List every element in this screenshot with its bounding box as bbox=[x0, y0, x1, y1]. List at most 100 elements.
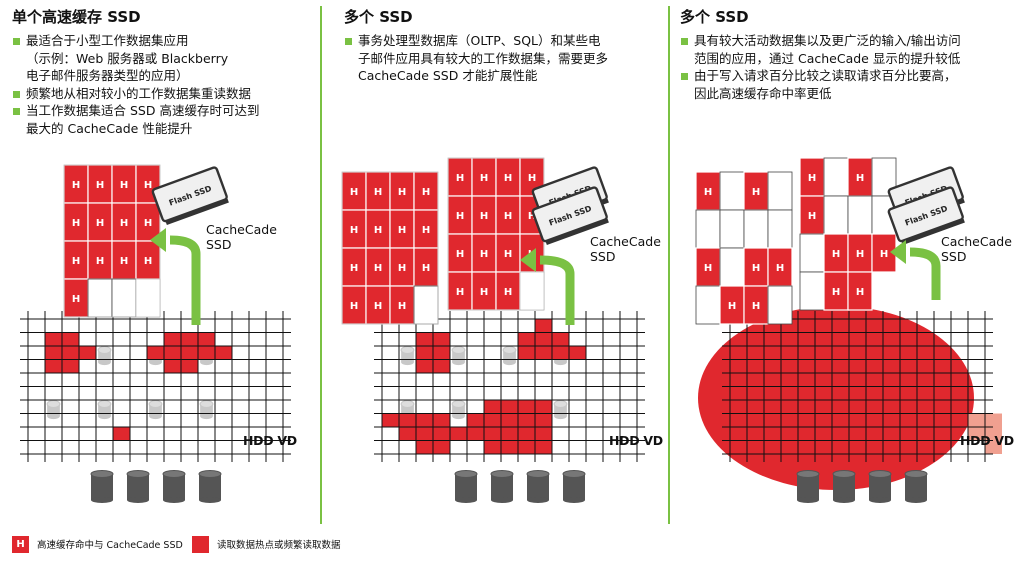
hdd-drum-bottom bbox=[127, 497, 149, 503]
hot-spot-cell bbox=[433, 346, 450, 360]
hdd-drum-top bbox=[454, 470, 478, 478]
hdd-drum-icon bbox=[869, 474, 891, 500]
hot-spot-cell bbox=[535, 440, 552, 454]
cache-hit-label: H bbox=[456, 249, 464, 260]
hdd-drum-top bbox=[796, 470, 820, 478]
hot-spot-cell bbox=[535, 346, 552, 360]
cache-cell bbox=[495, 271, 521, 311]
hdd-drum-top bbox=[90, 470, 114, 478]
bullet-item: 当工作数据集适合 SSD 高速缓存时可达到 最大的 CacheCade 性能提升 bbox=[12, 102, 259, 137]
hdd-drum-bottom bbox=[554, 413, 567, 420]
flash-ssd-icon: Flash SSD bbox=[887, 186, 965, 246]
cache-cell-empty bbox=[135, 278, 161, 318]
hot-spot-cell-fading bbox=[985, 440, 1002, 454]
cache-hit-label: H bbox=[856, 287, 864, 298]
hdd-drum-bottom bbox=[563, 497, 585, 503]
cache-hit-label: H bbox=[832, 287, 840, 298]
hot-spot-cell bbox=[164, 359, 181, 373]
cache-hit-label: H bbox=[350, 187, 358, 198]
cache-cell-empty bbox=[823, 157, 849, 197]
hdd-drum-icon bbox=[797, 474, 819, 500]
cache-hit-label: H bbox=[456, 211, 464, 222]
hdd-drum-bottom bbox=[47, 413, 60, 420]
panel-multi-ssd-large: 多个 SSD 具有较大活动数据集以及更广泛的输入/输出访问 范围的应用，通过 C… bbox=[672, 0, 1024, 525]
hot-spot-cell bbox=[45, 332, 62, 346]
panel-multi-ssd: 多个 SSD 事务处理型数据库（OLTP、SQL）和某些电 子邮件应用具有较大的… bbox=[336, 0, 663, 525]
cache-hit-label: H bbox=[856, 249, 864, 260]
cache-hit-label: H bbox=[96, 256, 104, 267]
cache-cell bbox=[471, 195, 497, 235]
hdd-drum-icon bbox=[905, 474, 927, 500]
cache-cell-empty bbox=[823, 195, 849, 235]
bullet-item: 由于写入请求百分比较之读取请求百分比要高， 因此高速缓存命中率更低 bbox=[680, 67, 961, 102]
cache-hit-label: H bbox=[350, 225, 358, 236]
cache-hit-label: H bbox=[856, 173, 864, 184]
cache-hit-label: H bbox=[144, 180, 152, 191]
cache-cell bbox=[695, 171, 721, 211]
hot-spot-cell bbox=[552, 332, 569, 346]
cache-hit-label: H bbox=[144, 256, 152, 267]
hot-spot-cell bbox=[399, 427, 416, 441]
hdd-drum-top bbox=[97, 400, 112, 408]
hdd-drum-top bbox=[400, 400, 415, 408]
cache-hit-label: H bbox=[422, 263, 430, 274]
hot-spot-cell bbox=[484, 413, 501, 427]
hot-spot-cell bbox=[416, 427, 433, 441]
cache-hit-label: H bbox=[120, 180, 128, 191]
cache-hit-label: H bbox=[480, 173, 488, 184]
cache-cell-empty bbox=[799, 233, 825, 273]
cache-cell bbox=[767, 247, 793, 287]
cache-hit-label: H bbox=[120, 218, 128, 229]
hdd-drum-top bbox=[904, 470, 928, 478]
cache-hit-label: H bbox=[96, 218, 104, 229]
cache-hit-label: H bbox=[880, 249, 888, 260]
hot-spot-cell bbox=[147, 346, 164, 360]
hdd-drum-top bbox=[490, 470, 514, 478]
cache-cell-empty bbox=[767, 171, 793, 211]
panel-title: 单个高速缓存 SSD bbox=[12, 8, 141, 26]
panel-title: 多个 SSD bbox=[680, 8, 749, 26]
cache-cell-empty bbox=[847, 195, 873, 235]
hot-spot-cell bbox=[433, 427, 450, 441]
hot-spot-cell bbox=[433, 332, 450, 346]
hot-spot-cell bbox=[501, 413, 518, 427]
hdd-drum-icon bbox=[491, 474, 513, 500]
hdd-drum-bottom bbox=[401, 359, 414, 366]
hdd-drum-bottom bbox=[149, 413, 162, 420]
hot-spot-cell bbox=[501, 427, 518, 441]
hdd-drum-icon bbox=[833, 474, 855, 500]
hdd-drum-bottom bbox=[200, 359, 213, 366]
cache-hit-label: H bbox=[480, 211, 488, 222]
hot-spot-cell bbox=[433, 413, 450, 427]
hot-spot-cell bbox=[450, 427, 467, 441]
legend-hot: 读取数据热点或频繁读取数据 bbox=[192, 534, 341, 554]
cache-hit-label: H bbox=[504, 211, 512, 222]
hot-spot-cell bbox=[433, 359, 450, 373]
hdd-drum-icon bbox=[563, 474, 585, 500]
hdd-drum-top bbox=[148, 400, 163, 408]
cache-hit-label: H bbox=[398, 187, 406, 198]
hdd-drum-top bbox=[553, 400, 568, 408]
hot-spot-cell bbox=[113, 427, 130, 441]
cache-cell-empty bbox=[767, 209, 793, 249]
hot-spot-cell bbox=[164, 332, 181, 346]
hdd-drum-bottom bbox=[199, 497, 221, 503]
hot-spot-cell bbox=[518, 346, 535, 360]
hot-spot-cell bbox=[198, 346, 215, 360]
hdd-drum-bottom bbox=[455, 497, 477, 503]
hot-spot-cell bbox=[416, 346, 433, 360]
cache-cell bbox=[823, 271, 849, 311]
cache-cell bbox=[823, 233, 849, 273]
hot-spot-cell bbox=[467, 413, 484, 427]
arrow-shaft bbox=[539, 255, 575, 325]
cache-hit-label: H bbox=[350, 301, 358, 312]
hot-spot-cell bbox=[501, 400, 518, 414]
cache-cell-empty bbox=[87, 278, 113, 318]
hdd-drum-bottom bbox=[98, 413, 111, 420]
cache-cell-empty bbox=[799, 271, 825, 311]
cache-hit-label: H bbox=[398, 263, 406, 274]
cache-hit-label: H bbox=[72, 256, 80, 267]
hot-spot-cell bbox=[484, 400, 501, 414]
cache-cell bbox=[135, 240, 161, 280]
cache-hit-label: H bbox=[504, 287, 512, 298]
